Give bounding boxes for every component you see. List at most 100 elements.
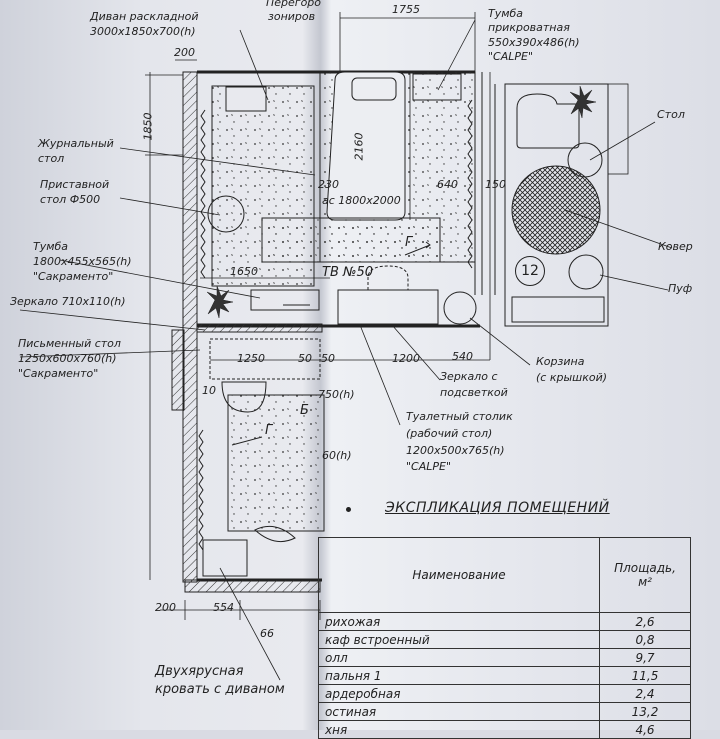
- dim-1200: 1200: [392, 352, 420, 365]
- tumba-label: Тумба: [33, 240, 69, 253]
- table-label: Стол: [657, 108, 685, 121]
- height-760-label: 60(h): [322, 449, 352, 462]
- mirror-label: Зеркало 710x110(h): [10, 295, 126, 308]
- left-wall-outer: [171, 329, 185, 411]
- lit-mirror-label-2: подсветкой: [440, 386, 508, 399]
- row-area: 9,7: [599, 648, 691, 667]
- tumba-brand: "Сакраменто": [33, 270, 114, 283]
- height-750-label: 750(h): [318, 388, 355, 401]
- curtain-lower: [198, 429, 204, 551]
- bottom-wall: [184, 579, 321, 593]
- tumba-rect: [250, 289, 320, 311]
- header-name: Наименование: [318, 537, 600, 613]
- plant-icon: [206, 85, 597, 319]
- vanity-chair: [367, 265, 409, 290]
- pouf-label: Пуф: [668, 282, 693, 295]
- rug-lower: [261, 217, 441, 263]
- tumba-size: 1800x455x565(h): [33, 255, 132, 268]
- nightstand-label: Тумба: [488, 7, 524, 20]
- nightstand-brand: "CALPE": [488, 50, 534, 63]
- basket-label: Корзина: [536, 355, 585, 368]
- explication-title: ЭКСПЛИКАЦИЯ ПОМЕЩЕНИЙ: [385, 500, 610, 516]
- row-name: каф встроенный: [318, 630, 600, 649]
- dim-1850: 1850: [141, 112, 155, 141]
- coffee-table-label: Журнальный: [38, 137, 114, 150]
- lower-room: [202, 338, 325, 577]
- dim-1755: 1755: [392, 3, 420, 16]
- dim-10: 10: [202, 384, 216, 397]
- dim-50-a: 50: [298, 352, 312, 365]
- row-area: 11,5: [599, 666, 691, 685]
- dim-150: 150: [485, 178, 506, 191]
- sofa-size: 3000x1850x700(h): [90, 25, 196, 38]
- basket-circle: [443, 291, 477, 325]
- lit-mirror-label: Зеркало с: [440, 370, 498, 383]
- bunk-bed-label: Двухярусная: [155, 664, 244, 679]
- room-mark-g2: Г: [265, 423, 273, 438]
- left-wall: [182, 71, 198, 583]
- nightstand-rect: [412, 73, 462, 101]
- sofa-label: Диван раскладной: [90, 10, 199, 23]
- mid-partition: [196, 323, 323, 333]
- header-area-unit: м²: [638, 575, 652, 589]
- armchair: [516, 93, 580, 149]
- vanity-label-2: (рабочий стол): [406, 427, 493, 440]
- row-name: пальня 1: [318, 666, 600, 685]
- bullet-icon: [346, 507, 351, 512]
- row-area: 13,2: [599, 702, 691, 721]
- row-name: рихожая: [318, 612, 600, 631]
- row-name: олл: [318, 648, 600, 667]
- vanity-rect: [337, 289, 439, 325]
- coffee-table-label-2: стол: [38, 152, 65, 165]
- desk-label: Письменный стол: [18, 337, 121, 350]
- row-name: остиная: [318, 702, 600, 721]
- room-mark-g1: Г: [405, 235, 413, 250]
- dim-200-bottom: 200: [155, 601, 176, 614]
- room-number-badge: 12: [515, 256, 545, 286]
- room-mark-b: Б: [300, 403, 309, 418]
- header-area: Площадь, м²: [599, 537, 691, 613]
- desk-size: 1250x600x760(h): [18, 352, 117, 365]
- bath: [221, 381, 267, 413]
- dim-554: 554: [213, 601, 234, 614]
- pouf-circle: [568, 254, 604, 290]
- dim-230: 230: [318, 178, 339, 191]
- row-area: 2,6: [599, 612, 691, 631]
- dim-640: 640: [437, 178, 458, 191]
- curtain-left: [200, 109, 206, 279]
- bunk-bed-label-2: кровать с диваном: [155, 682, 285, 697]
- bed-size-label: ас 1800x2000: [322, 194, 401, 207]
- row-name: ардеробная: [318, 684, 600, 703]
- vanity-label: Туалетный столик: [406, 410, 513, 423]
- dim-2160: 2160: [352, 132, 366, 161]
- tv-label: ТВ №50: [322, 265, 374, 280]
- side-table-label-2: стол Ф500: [40, 193, 101, 206]
- nightstand-label-2: прикроватная: [488, 21, 570, 34]
- dim-200-top: 200: [174, 46, 195, 59]
- dim-540: 540: [452, 350, 473, 363]
- partition-label-2: зониров: [268, 10, 316, 23]
- nightstand-size: 550x390x486(h): [488, 36, 580, 49]
- right-room: [504, 83, 609, 327]
- vanity-size: 1200x500x765(h): [406, 444, 505, 457]
- carpet-label: Ковер: [658, 240, 693, 253]
- carpet-circle: [511, 165, 601, 255]
- row-area: 0,8: [599, 630, 691, 649]
- dim-66: 66: [260, 627, 274, 640]
- dim-1650: 1650: [230, 265, 258, 278]
- side-table: [207, 195, 245, 233]
- table-circle: [567, 142, 603, 178]
- dim-1250: 1250: [237, 352, 265, 365]
- row-area: 2,4: [599, 684, 691, 703]
- dim-50-b: 50: [321, 352, 335, 365]
- side-table-label: Приставной: [40, 178, 110, 191]
- basket-label-2: (с крышкой): [536, 371, 608, 384]
